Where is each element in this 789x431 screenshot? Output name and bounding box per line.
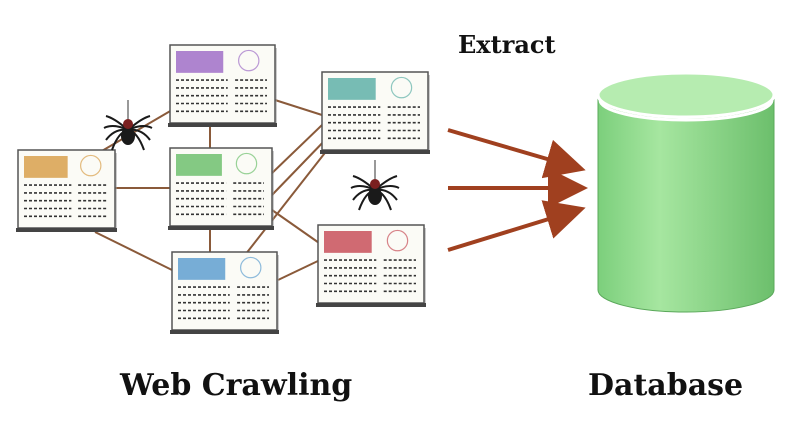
- crawl-link-edges: [94, 99, 336, 281]
- web-page-icon: [316, 224, 426, 307]
- web-pages: [16, 44, 430, 334]
- edge: [269, 124, 323, 176]
- spider-icon: [350, 160, 400, 211]
- arrow-right-icon: [447, 128, 586, 179]
- edge: [94, 231, 173, 271]
- edge: [274, 99, 323, 116]
- web-page-icon: [170, 251, 279, 334]
- web-page-icon: [16, 149, 117, 232]
- web-page-icon: [168, 147, 274, 230]
- spiders: [103, 100, 400, 211]
- web-page-icon: [320, 71, 430, 154]
- edge: [277, 259, 321, 281]
- extract-arrows: [447, 128, 588, 252]
- edge: [271, 209, 323, 246]
- spider-icon: [103, 100, 153, 151]
- database-label: Database: [588, 368, 744, 403]
- edge: [271, 134, 331, 196]
- extract-label: Extract: [458, 30, 556, 59]
- arrow-right-icon: [447, 200, 586, 252]
- edge: [244, 139, 336, 256]
- web-page-icon: [168, 44, 277, 127]
- web-crawling-label: Web Crawling: [120, 368, 353, 403]
- database-cylinder-icon: [596, 71, 776, 313]
